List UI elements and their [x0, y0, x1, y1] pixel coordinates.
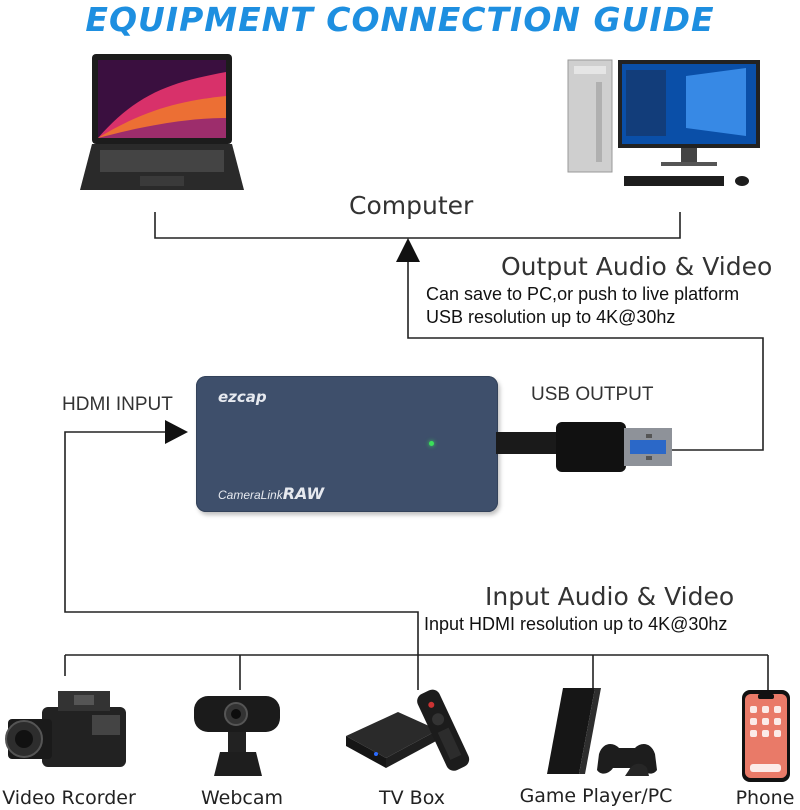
video-recorder-icon — [5, 691, 126, 767]
game-console-icon — [547, 688, 657, 776]
phone-icon — [742, 690, 790, 782]
input-heading: Input Audio & Video — [485, 582, 735, 611]
computer-label: Computer — [349, 191, 474, 220]
output-line-2: USB resolution up to 4K@30hz — [426, 307, 676, 327]
webcam-icon — [194, 696, 280, 776]
source-label-webcam: Webcam — [200, 787, 284, 809]
output-line-1: Can save to PC,or push to live platform — [426, 284, 740, 304]
output-arrow-icon — [396, 238, 420, 262]
device-brand: ezcap — [218, 388, 267, 406]
usb-plug-icon — [496, 422, 672, 472]
source-label-game-player: Game Player/PC — [519, 785, 673, 807]
source-label-phone: Phone — [735, 787, 795, 809]
device-model-prefix: CameraLink — [218, 488, 283, 502]
desktop-pc-icon — [567, 59, 760, 186]
device-model-suffix: RAW — [282, 484, 325, 503]
status-led — [429, 441, 434, 446]
output-heading: Output Audio & Video — [501, 252, 773, 281]
hdmi-input-label: HDMI INPUT — [62, 394, 173, 415]
tv-box-icon — [346, 689, 470, 771]
input-line-1: Input HDMI resolution up to 4K@30hz — [424, 614, 728, 634]
guide-title: EQUIPMENT CONNECTION GUIDE — [85, 0, 715, 39]
source-label-video-recorder: Video Rcorder — [2, 787, 136, 809]
capture-device: ezcap CameraLinkRAW — [196, 376, 498, 512]
input-arrow-icon — [165, 420, 188, 444]
source-label-tv-box: TV Box — [379, 787, 445, 809]
usb-output-label: USB OUTPUT — [531, 384, 654, 405]
laptop-icon — [80, 54, 244, 190]
device-model: CameraLinkRAW — [218, 484, 324, 504]
